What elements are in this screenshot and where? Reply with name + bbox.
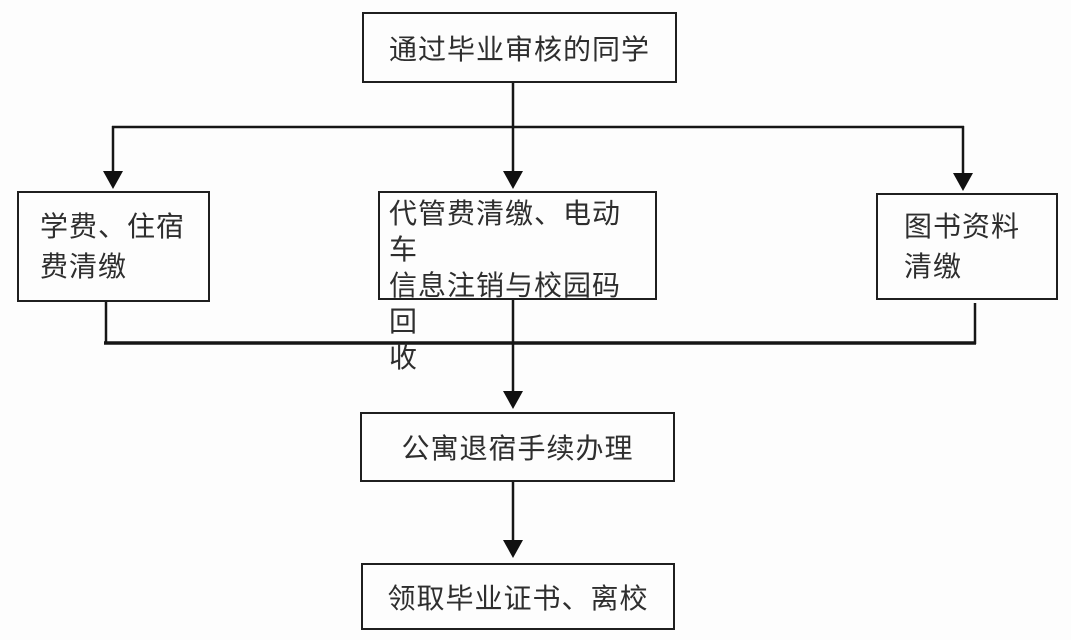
- node-label: 图书资料 清缴: [904, 210, 1021, 282]
- node-dorm-checkout-procedure: 公寓退宿手续办理: [360, 412, 675, 482]
- arrow-down-dorm-icon: [503, 391, 523, 409]
- node-label: 领取毕业证书、离校: [387, 582, 649, 614]
- node-label: 公寓退宿手续办理: [401, 433, 634, 464]
- arrow-down-agency-icon: [503, 171, 523, 189]
- node-agency-fee-ebike-campus-code: 代管费清缴、电动车 信息注销与校园码回 收: [378, 191, 657, 373]
- node-label: 代管费清缴、电动车 信息注销与校园码回 收: [389, 198, 622, 373]
- node-label: 学费、住宿 费清缴: [40, 210, 186, 282]
- node-tuition-housing-fee-payment: 学费、住宿 费清缴: [17, 191, 210, 302]
- node-library-materials-payment: 图书资料 清缴: [876, 193, 1058, 300]
- arrow-down-library-icon: [953, 173, 973, 191]
- arrow-down-cert-icon: [503, 540, 523, 558]
- node-receive-diploma-leave-school: 领取毕业证书、离校: [361, 563, 675, 630]
- node-passed-graduation-review: 通过毕业审核的同学: [362, 12, 677, 83]
- arrow-down-tuition-icon: [103, 171, 123, 189]
- node-label: 通过毕业审核的同学: [388, 33, 650, 65]
